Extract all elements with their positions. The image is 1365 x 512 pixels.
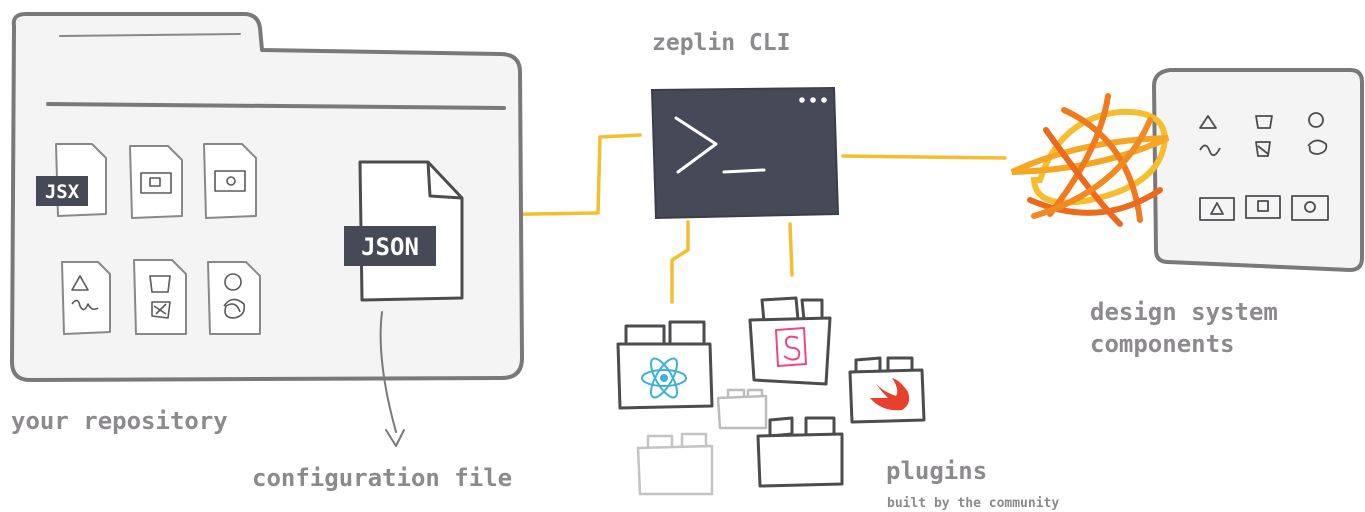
terminal-dot-icon <box>821 97 827 103</box>
storybook-book <box>775 327 807 367</box>
terminal-dot-icon <box>810 97 816 103</box>
faded-plugin-block <box>636 432 714 496</box>
triangle-component-icon <box>1199 115 1217 129</box>
connector-json-to-cli <box>468 133 642 217</box>
plugin-blocks <box>616 296 926 496</box>
circle-component-icon <box>1308 112 1324 128</box>
arrow-head-icon <box>385 429 405 447</box>
circle-glyph-icon <box>224 273 242 291</box>
folder-edge-hint <box>59 33 241 37</box>
block-body <box>716 394 768 430</box>
image-component-icon <box>1199 197 1235 221</box>
image-component-icon <box>1291 195 1329 221</box>
json-config-file: JSON <box>344 160 464 302</box>
square-glyph-icon <box>149 275 171 293</box>
logo-stroke <box>1010 135 1170 175</box>
storybook-icon <box>775 327 807 367</box>
connector-cli-to-design-system <box>841 154 1007 160</box>
swift-bird-icon <box>870 378 910 411</box>
image-glyph-icon <box>226 176 236 186</box>
block-body <box>756 432 844 488</box>
cli-title: zeplin CLI <box>652 30 790 56</box>
design-system-label-line2: components <box>1090 330 1235 358</box>
block-stud <box>768 416 794 438</box>
scribble-component-icon <box>1255 141 1271 157</box>
block-stud <box>668 320 706 348</box>
empty-plugin-block <box>756 416 844 488</box>
scribble-component-icon <box>1199 144 1221 157</box>
react-orbit <box>650 357 678 399</box>
image-component-icon <box>1304 201 1316 213</box>
image-glyph-icon <box>149 177 161 187</box>
plugins-label: plugins <box>886 457 987 485</box>
connector-cli-to-plugins-left <box>670 220 690 304</box>
file-glyphs <box>71 170 246 319</box>
terminal-window <box>650 86 840 220</box>
design-system-board <box>1152 68 1364 272</box>
json-badge-text: JSON <box>361 233 419 261</box>
image-component-icon <box>1210 202 1224 215</box>
image-component-icon <box>1245 195 1281 219</box>
plugins-sublabel: built by the community <box>887 496 1059 511</box>
zeplin-logo-scribble <box>1010 93 1170 227</box>
block-body <box>748 316 832 386</box>
file-icon <box>61 261 111 335</box>
image-component-icon <box>1257 200 1269 212</box>
file-icon <box>207 261 261 335</box>
react-orbit <box>641 369 687 387</box>
terminal-prompt-underscore-icon <box>722 168 766 174</box>
json-file-fold <box>426 161 463 200</box>
config-file-label: configuration file <box>252 464 512 492</box>
arrow-line <box>379 311 397 433</box>
react-icon <box>641 357 687 399</box>
board-outline <box>1152 68 1364 272</box>
scribble-glyph-icon <box>71 299 99 311</box>
swift-plugin-block <box>848 356 926 424</box>
repository-label: your repository <box>11 407 228 435</box>
react-nucleus <box>660 374 668 382</box>
react-orbit <box>650 357 678 399</box>
jsx-badge-bg <box>36 176 88 206</box>
config-pointer-arrow <box>379 311 405 447</box>
connector-cli-to-plugins-right <box>788 222 794 277</box>
scribble-glyph-icon <box>223 298 246 319</box>
triangle-glyph-icon <box>71 275 89 291</box>
image-glyph-icon <box>140 172 172 194</box>
block-body <box>636 444 714 496</box>
storybook-plugin-block <box>748 296 832 386</box>
scribble-glyph-icon <box>151 301 171 319</box>
file-icon <box>129 145 183 219</box>
scribble-component-icon <box>1307 139 1328 155</box>
storybook-s <box>783 335 801 361</box>
image-glyph-icon <box>214 170 246 192</box>
logo-stroke <box>1031 117 1153 219</box>
component-glyphs <box>1199 112 1329 221</box>
file-icon <box>133 259 187 335</box>
folder-flap-line <box>46 102 506 110</box>
terminal-body <box>650 86 840 220</box>
file-icon <box>203 143 257 219</box>
square-component-icon <box>1255 115 1273 129</box>
labels: zeplin CLI your repository configuration… <box>11 30 1278 511</box>
json-badge-bg <box>344 226 436 266</box>
jsx-badge: JSX <box>36 176 88 206</box>
faded-plugin-block <box>716 388 768 430</box>
jsx-badge-text: JSX <box>45 181 80 203</box>
terminal-prompt-chevron-icon <box>674 116 718 174</box>
source-files <box>55 143 261 335</box>
design-system-label-line1: design system <box>1090 298 1278 326</box>
terminal-dot-icon <box>799 97 805 103</box>
